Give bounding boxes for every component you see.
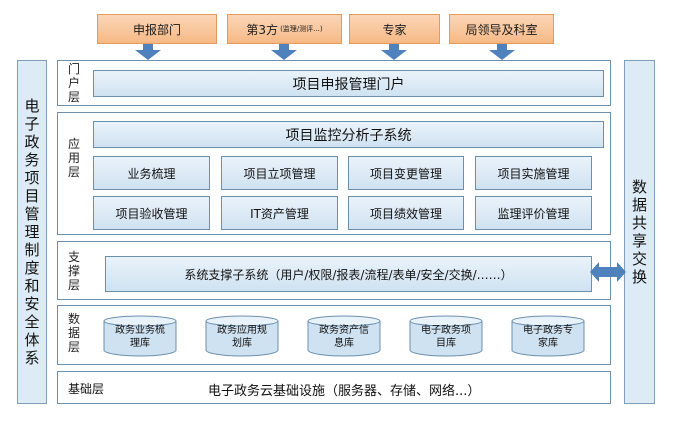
- vertical-char: 务: [24, 151, 40, 169]
- vertical-char: 据: [631, 196, 647, 214]
- module-label: 项目实施管理: [497, 166, 570, 181]
- vertical-char: 度: [24, 259, 40, 277]
- app-bar-label: 项目监控分析子系统: [285, 127, 412, 144]
- database-business-sorting: 政务业务梳理库: [103, 315, 177, 357]
- user-box-leaders: 局领导及科室: [449, 14, 554, 44]
- user-box-experts: 专家: [349, 14, 440, 44]
- user-box-label: 局领导及科室: [465, 22, 538, 37]
- vertical-char: 户: [68, 76, 81, 90]
- down-arrow-icon: [489, 44, 515, 60]
- vertical-char: 层: [68, 90, 81, 104]
- vertical-char: 应: [68, 137, 81, 151]
- module-business-sorting: 业务梳理: [93, 156, 210, 190]
- module-project-acceptance: 项目验收管理: [93, 196, 210, 230]
- user-box-reporting-dept: 申报部门: [97, 14, 217, 44]
- database-label: 电子政务项目库: [421, 325, 471, 349]
- module-project-approval: 项目立项管理: [221, 156, 338, 190]
- vertical-char: 享: [631, 232, 647, 250]
- database-icon: [511, 315, 585, 357]
- module-supervision-evaluation: 监理评价管理: [475, 196, 592, 230]
- module-label: 项目验收管理: [115, 206, 188, 221]
- vertical-char: 和: [24, 277, 40, 295]
- app-bar: 项目监控分析子系统: [93, 121, 604, 148]
- database-asset-info: 政务资产信息库: [307, 315, 381, 357]
- module-label: 业务梳理: [127, 166, 176, 181]
- module-project-implementation: 项目实施管理: [475, 156, 592, 190]
- layer-label: 支撑层: [68, 250, 80, 292]
- support-bar: 系统支撑子系统（用户/权限/报表/流程/表单/安全/交换/……）: [105, 256, 592, 292]
- database-experts: 电子政务专家库: [511, 315, 585, 357]
- database-label: 政务业务梳理库: [115, 325, 165, 349]
- user-box-third-party: 第3方 (监理/测评...): [227, 14, 342, 44]
- database-icon: [103, 315, 177, 357]
- base-layer-text: 电子政务云基础设施（服务器、存储、网络...）: [208, 384, 481, 399]
- user-box-label: 申报部门: [132, 22, 181, 37]
- left-panel-management-system: 电子政务项目管理制度和安全体系: [17, 60, 47, 404]
- layer-label: 门户层: [68, 62, 80, 104]
- vertical-char: 管: [24, 205, 40, 223]
- vertical-char: 目: [24, 187, 40, 205]
- portal-bar: 项目申报管理门户: [93, 70, 604, 97]
- support-bar-label: 系统支撑子系统（用户/权限/报表/流程/表单/安全/交换/……）: [184, 267, 513, 282]
- vertical-char: 理: [24, 223, 40, 241]
- module-label: 监理评价管理: [497, 206, 570, 221]
- vertical-char: 层: [68, 340, 81, 354]
- vertical-char: 换: [631, 268, 647, 286]
- vertical-char: 政: [24, 133, 40, 151]
- base-layer-label: 基础层: [68, 382, 105, 396]
- vertical-char: 子: [24, 115, 40, 133]
- module-it-asset: IT资产管理: [221, 196, 338, 230]
- vertical-char: 层: [68, 278, 81, 292]
- module-label: IT资产管理: [250, 206, 309, 221]
- portal-bar-label: 项目申报管理门户: [292, 76, 405, 93]
- portal-layer: 门户层 项目申报管理门户: [57, 60, 611, 106]
- user-box-sub: (监理/测评...): [280, 25, 323, 33]
- vertical-char: 系: [24, 349, 40, 367]
- database-icon: [307, 315, 381, 357]
- vertical-char: 项: [24, 169, 40, 187]
- layer-label: 应用层: [68, 137, 80, 179]
- database-label: 政务资产信息库: [319, 325, 369, 349]
- user-box-label: 专家: [382, 22, 407, 37]
- vertical-char: 门: [68, 62, 81, 76]
- vertical-char: 安: [24, 295, 40, 313]
- vertical-char: 支: [68, 250, 81, 264]
- user-box-label: 第3方: [246, 22, 279, 37]
- vertical-char: 用: [68, 151, 81, 165]
- vertical-char: 共: [631, 214, 647, 232]
- module-label: 项目立项管理: [243, 166, 316, 181]
- database-projects: 电子政务项目库: [409, 315, 483, 357]
- vertical-char: 数: [631, 178, 647, 196]
- module-label: 项目变更管理: [369, 166, 442, 181]
- down-arrow-icon: [271, 44, 297, 60]
- vertical-char: 全: [24, 313, 40, 331]
- vertical-char: 层: [68, 165, 81, 179]
- double-arrow-icon: [590, 262, 626, 282]
- vertical-char: 交: [631, 250, 647, 268]
- down-arrow-icon: [381, 44, 407, 60]
- module-project-performance: 项目绩效管理: [348, 196, 464, 230]
- application-layer: 应用层 项目监控分析子系统 业务梳理 项目立项管理 项目变更管理 项目实施管理 …: [57, 112, 611, 235]
- right-panel-data-exchange: 数据共享交换: [624, 60, 655, 404]
- data-layer: 数据层 政务业务梳理库 政务应用规划库 政务资产信息库 电子政务项目库 电子政务…: [57, 305, 611, 365]
- vertical-char: 制: [24, 241, 40, 259]
- support-layer: 支撑层 系统支撑子系统（用户/权限/报表/流程/表单/安全/交换/……）: [57, 241, 611, 300]
- vertical-char: 据: [68, 326, 81, 340]
- layer-label: 数据层: [68, 312, 80, 354]
- vertical-char: 电: [24, 97, 40, 115]
- database-application-planning: 政务应用规划库: [205, 315, 279, 357]
- vertical-char: 体: [24, 331, 40, 349]
- left-panel-text: 电子政务项目管理制度和安全体系: [24, 97, 39, 367]
- module-project-change: 项目变更管理: [348, 156, 464, 190]
- database-label: 政务应用规划库: [217, 325, 267, 349]
- vertical-char: 数: [68, 312, 81, 326]
- down-arrow-icon: [135, 44, 161, 60]
- database-label: 电子政务专家库: [523, 325, 573, 349]
- vertical-char: 撑: [68, 264, 81, 278]
- right-panel-text: 数据共享交换: [632, 178, 647, 286]
- database-icon: [205, 315, 279, 357]
- module-label: 项目绩效管理: [369, 206, 442, 221]
- database-icon: [409, 315, 483, 357]
- base-layer: 基础层 电子政务云基础设施（服务器、存储、网络...）: [57, 371, 611, 404]
